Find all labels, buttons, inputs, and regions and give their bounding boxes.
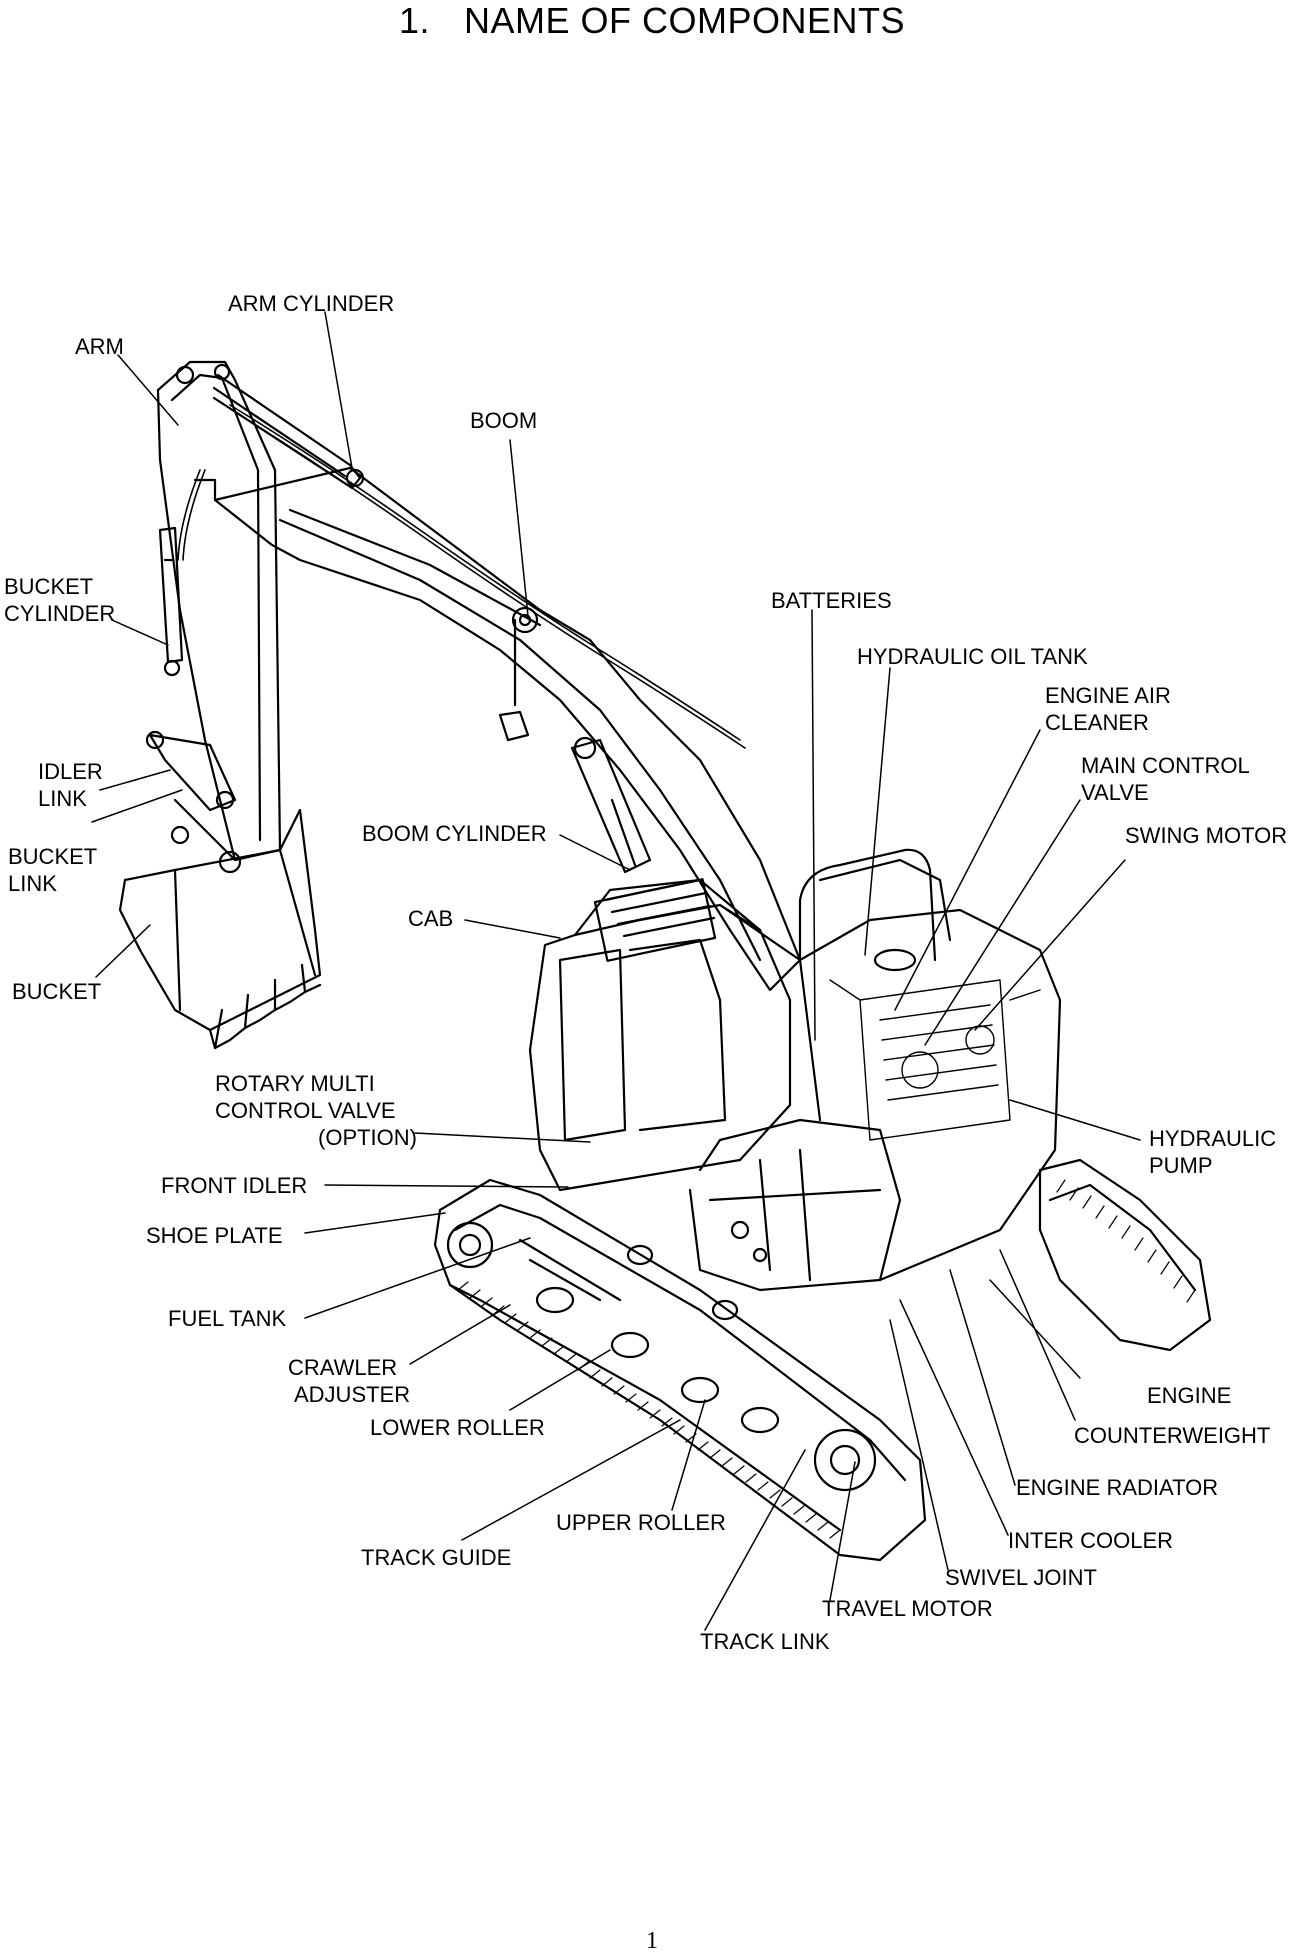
label-cab: CAB [408, 906, 454, 931]
cab-part [528, 878, 792, 1192]
hydraulic-lines [177, 404, 746, 749]
label-track-link: TRACK LINK [700, 1629, 830, 1654]
track-right-shoes [1056, 1179, 1196, 1303]
upper-body [688, 858, 1062, 1292]
track-left [433, 1178, 927, 1562]
bucket-cylinder-part [158, 526, 184, 677]
boom-part [213, 466, 802, 992]
label-arm: ARM [75, 334, 124, 359]
label-engine: ENGINE [1147, 1383, 1232, 1408]
label-upper-roller: UPPER ROLLER [556, 1510, 726, 1535]
label-swing-motor: SWING MOTOR [1125, 823, 1288, 848]
track-rollers [518, 1238, 780, 1434]
handrail [798, 848, 937, 962]
label-batteries: BATTERIES [771, 588, 892, 613]
engine-compartment [829, 979, 1041, 1141]
label-arm-cylinder: ARM CYLINDER [228, 291, 395, 316]
label-shoe-plate: SHOE PLATE [146, 1223, 283, 1248]
label-travel-motor: TRAVEL MOTOR [822, 1596, 993, 1621]
label-track-guide: TRACK GUIDE [361, 1545, 512, 1570]
track-right [1038, 1158, 1212, 1352]
page-title: 1. NAME OF COMPONENTS [0, 0, 1304, 42]
bucket-part [118, 808, 322, 1050]
label-swivel-joint: SWIVEL JOINT [945, 1565, 1097, 1590]
leader-lines [91, 311, 1141, 1631]
bucket-links [145, 730, 242, 874]
label-front-idler: FRONT IDLER [161, 1173, 308, 1198]
arm-part [156, 360, 282, 862]
label-bucket: BUCKET [12, 979, 102, 1004]
label-lower-roller: LOWER ROLLER [370, 1415, 545, 1440]
page-number: 1 [646, 1928, 658, 1954]
label-counterweight: COUNTERWEIGHT [1074, 1423, 1271, 1448]
boom-cylinder-part [570, 736, 652, 874]
label-boom: BOOM [470, 408, 538, 433]
label-inter-cooler: INTER COOLER [1008, 1528, 1174, 1553]
title-text: NAME OF COMPONENTS [464, 0, 906, 41]
section-number: 1. [398, 0, 430, 41]
label-engine-radiator: ENGINE RADIATOR [1016, 1475, 1219, 1500]
label-boom-cylinder: BOOM CYLINDER [362, 821, 547, 846]
label-hydraulic-oil-tank: HYDRAULIC OIL TANK [857, 644, 1088, 669]
label-fuel-tank: FUEL TANK [168, 1306, 287, 1331]
